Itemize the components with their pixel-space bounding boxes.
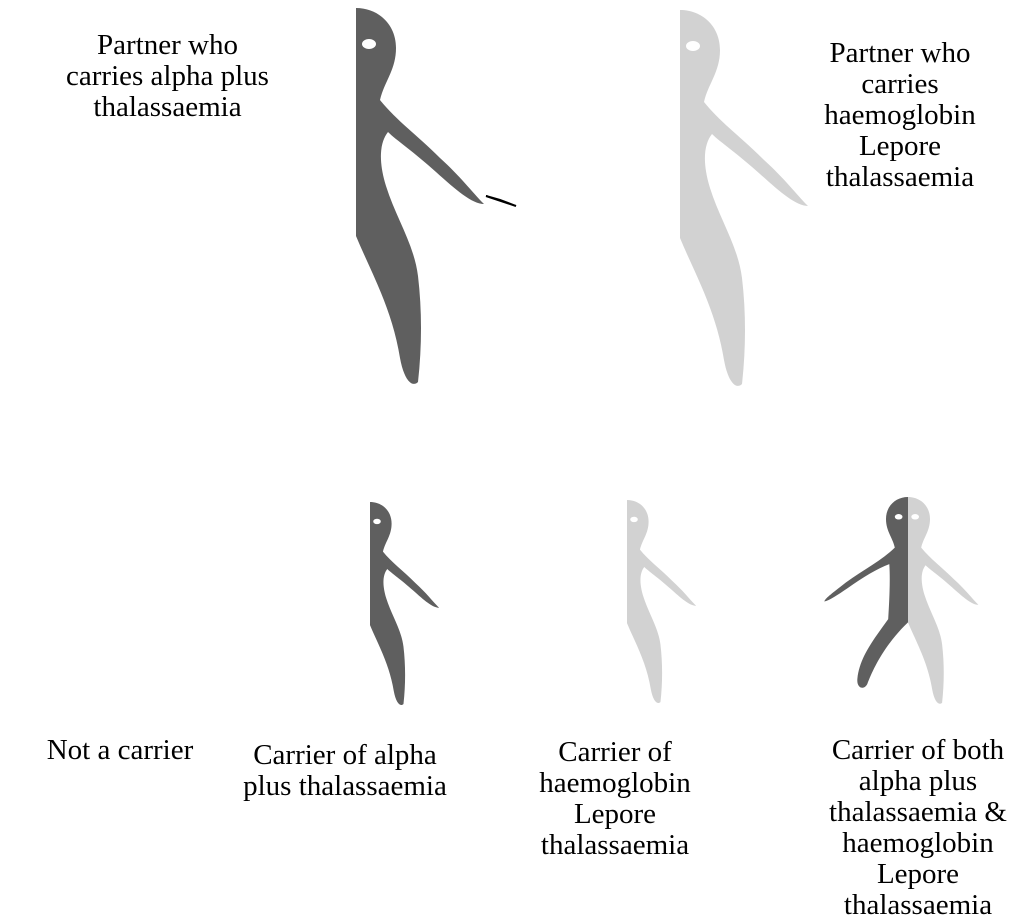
child-2-right-half	[370, 502, 439, 705]
child-3-figure	[545, 500, 696, 703]
child-4-eye	[911, 514, 919, 520]
child-1-eye	[118, 515, 126, 521]
child-1-right-half	[115, 497, 188, 711]
parent-right-eye	[686, 41, 700, 51]
child-4-label: Carrier of both alpha plus thalassaemia …	[814, 735, 1022, 921]
child-3-eye	[630, 517, 638, 522]
child-4-left-half	[824, 497, 908, 688]
child-2-left-half	[288, 502, 370, 689]
parent-left-label: Partner who carries alpha plus thalassae…	[50, 30, 285, 123]
parent-right-lepore-half	[680, 10, 808, 386]
parent-left-eye	[332, 39, 346, 49]
child-1-eye	[101, 515, 109, 521]
parent-right-eye	[656, 41, 670, 51]
child-3-left-half	[545, 500, 627, 687]
child-4-figure	[824, 497, 978, 704]
child-4-eye	[895, 514, 903, 520]
child-2-figure	[288, 502, 439, 705]
child-3-label: Carrier of haemoglobin Lepore thalassaem…	[515, 737, 715, 861]
child-1-label: Not a carrier	[20, 735, 220, 766]
child-1-figure	[28, 497, 188, 711]
child-2-label: Carrier of alpha plus thalassaemia	[225, 740, 465, 802]
parent-right-label: Partner who carries haemoglobin Lepore t…	[800, 38, 1000, 193]
child-2-eye	[357, 519, 365, 524]
parent-left-eye	[362, 39, 376, 49]
child-4-right-half	[908, 497, 978, 704]
child-3-right-half	[627, 500, 696, 703]
parent-right-unaffected-half	[528, 10, 680, 357]
parent-right-figure	[528, 10, 808, 386]
parent-left-alpha-plus-half	[356, 8, 484, 384]
child-1-left-half	[28, 497, 115, 695]
child-2-eye	[373, 519, 381, 524]
child-3-eye	[614, 517, 622, 522]
joined-hands	[486, 196, 516, 206]
